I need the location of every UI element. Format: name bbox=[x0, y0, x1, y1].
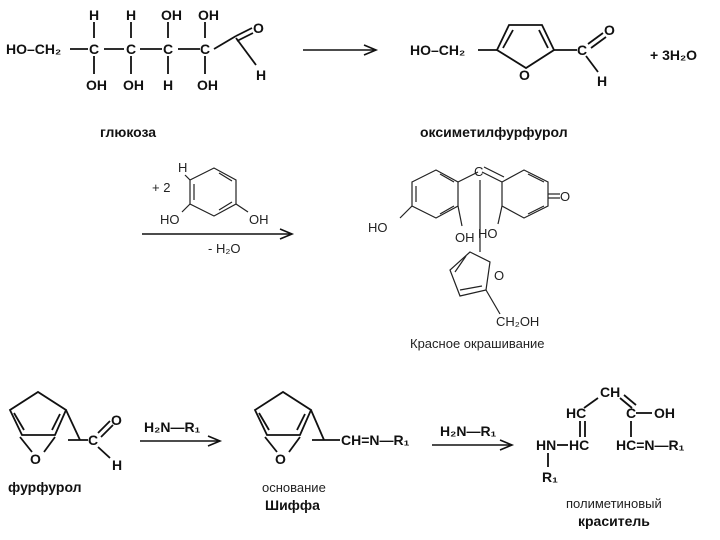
schiff-base-structure: O CH=N—R₁ bbox=[253, 390, 410, 467]
dye3-ch: CH bbox=[600, 384, 620, 400]
glucose-c3: C bbox=[126, 41, 136, 57]
glucose-h-top-1: H bbox=[89, 7, 99, 23]
schiff-ring-o: O bbox=[275, 451, 286, 467]
reagent-coefficient: + 2 bbox=[152, 180, 170, 195]
dye-ch2oh: CH₂OH bbox=[496, 314, 539, 329]
furfural-aldehyde-o: O bbox=[111, 412, 122, 428]
schiff-caption-1: основание bbox=[262, 480, 326, 495]
resorcinol-reagent: + 2 H HO OH bbox=[152, 160, 269, 227]
hmf-ring-o: O bbox=[519, 67, 530, 83]
dye3-oh: OH bbox=[654, 405, 675, 421]
water-byproduct: + 3H₂O bbox=[650, 47, 697, 63]
glucose-h-bottom-3: H bbox=[163, 77, 173, 93]
dye3-caption-1: полиметиновый bbox=[566, 496, 662, 511]
dye-oh-left: OH bbox=[455, 230, 475, 245]
minus-water-label: - H₂O bbox=[208, 241, 241, 256]
hmf-caption: оксиметилфурфурол bbox=[420, 124, 568, 140]
glucose-oh-top-3: OH bbox=[161, 7, 182, 23]
dye3-hc-left: HC bbox=[566, 405, 586, 421]
glucose-c5: C bbox=[200, 41, 210, 57]
dye-furan-o: O bbox=[494, 268, 504, 283]
glucose-c2: C bbox=[89, 41, 99, 57]
hmf-structure: HO–CH₂ O C O H bbox=[410, 22, 615, 89]
furfural-caption: фурфурол bbox=[8, 479, 82, 495]
dye3-hcn: HC=N—R₁ bbox=[616, 437, 685, 453]
glucose-c4: C bbox=[163, 41, 173, 57]
furfural-aldehyde-h: H bbox=[112, 457, 122, 473]
reaction-arrow-1 bbox=[303, 44, 379, 56]
dye3-hc-bottom: HC bbox=[569, 437, 589, 453]
hmf-aldehyde-c: C bbox=[577, 42, 587, 58]
resorcinol-oh-1: HO bbox=[160, 212, 180, 227]
resorcinol-oh-2: OH bbox=[249, 212, 269, 227]
glucose-structure: HO–CH₂ C C C C O H H H OH OH OH OH H OH bbox=[6, 7, 266, 93]
dye3-caption-2: краситель bbox=[578, 513, 650, 529]
glucose-aldehyde-h: H bbox=[256, 67, 266, 83]
reaction-arrow-4 bbox=[432, 439, 515, 451]
glucose-h-top-2: H bbox=[126, 7, 136, 23]
schiff-caption-2: Шиффа bbox=[265, 497, 320, 513]
furfural-aldehyde-c: C bbox=[88, 432, 98, 448]
dye3-hn: HN bbox=[536, 437, 556, 453]
glucose-caption: глюкоза bbox=[100, 124, 156, 140]
hmf-aldehyde-o: O bbox=[604, 22, 615, 38]
hmf-hoch2: HO–CH₂ bbox=[410, 42, 465, 58]
dye3-c-right: C bbox=[626, 405, 636, 421]
red-dye-structure: HO OH C O HO O CH₂OH bbox=[368, 164, 570, 329]
glucose-oh-bottom-2: OH bbox=[123, 77, 144, 93]
polymethine-dye-structure: CH HC C OH HN HC HC=N—R₁ R₁ bbox=[536, 384, 685, 485]
reaction-arrow-2 bbox=[142, 228, 295, 240]
glucose-hoch2: HO–CH₂ bbox=[6, 41, 61, 57]
dye3-r1: R₁ bbox=[542, 469, 558, 485]
glucose-oh-bottom-1: OH bbox=[86, 77, 107, 93]
dye-central-c: C bbox=[474, 164, 483, 179]
dye-ho-left: HO bbox=[368, 220, 388, 235]
amine-reagent-2: H₂N—R₁ bbox=[440, 423, 497, 439]
glucose-oh-top-4: OH bbox=[198, 7, 219, 23]
glucose-oh-bottom-4: OH bbox=[197, 77, 218, 93]
dye-caption: Красное окрашивание bbox=[410, 336, 545, 351]
schiff-group: CH=N—R₁ bbox=[341, 432, 410, 448]
furfural-ring-o: O bbox=[30, 451, 41, 467]
reaction-arrow-3 bbox=[140, 435, 223, 447]
hmf-aldehyde-h: H bbox=[597, 73, 607, 89]
resorcinol-h: H bbox=[178, 160, 187, 175]
amine-reagent-1: H₂N—R₁ bbox=[144, 419, 201, 435]
dye-ho-right: HO bbox=[478, 226, 498, 241]
glucose-aldehyde-o: O bbox=[253, 20, 264, 36]
furfural-structure: O C O H bbox=[8, 390, 122, 473]
dye-quinone-o: O bbox=[560, 189, 570, 204]
